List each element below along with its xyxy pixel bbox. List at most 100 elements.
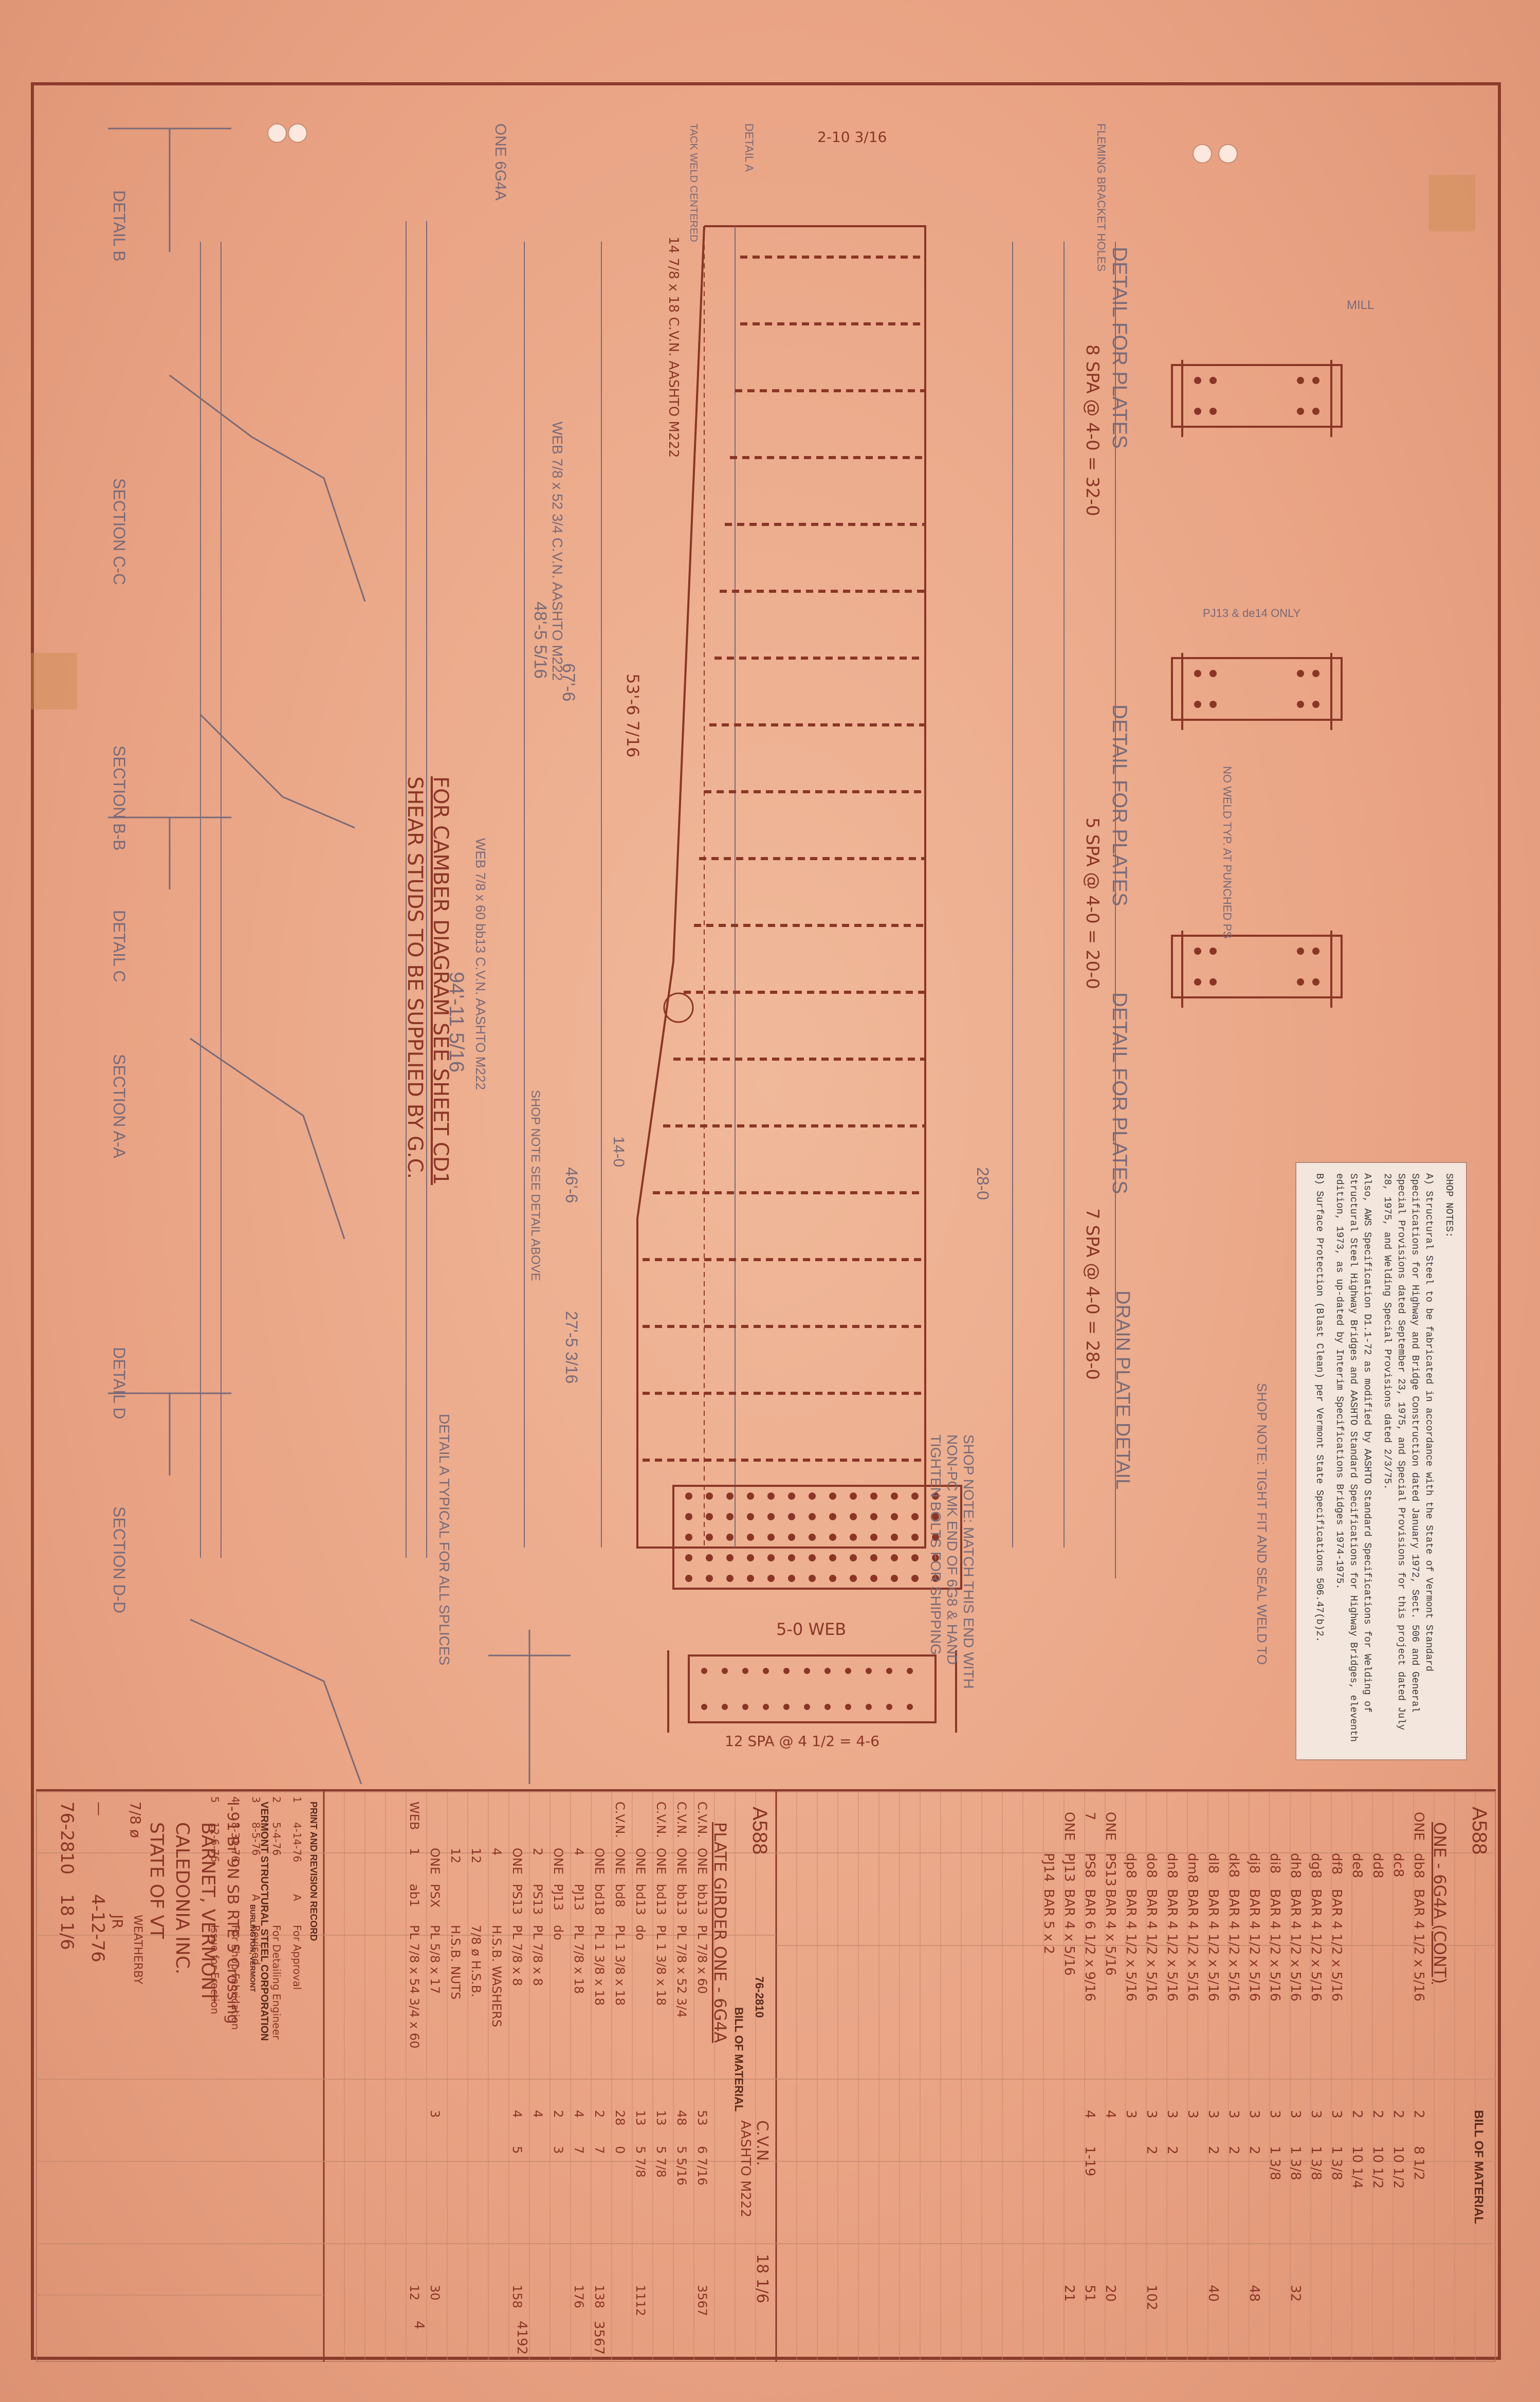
bom-sheet-no-top: 18 1/6 — [753, 2254, 771, 2303]
bom-left-cell: 12 — [448, 1848, 463, 1864]
bom-left-cell: C.V.N. — [654, 1802, 668, 1838]
bom-left-cell: WEB — [407, 1802, 421, 1830]
bom-left-cell: PL 1 3/8 x 18 — [592, 1925, 607, 2006]
bom-left-cell: 30 — [428, 2285, 442, 2301]
date-value: 4-12-76 — [87, 1894, 108, 1962]
revision-cell: 5 — [209, 1796, 221, 1803]
plate-detail-sketches — [1171, 360, 1343, 1008]
bom-right-cell: dk8 — [1226, 1853, 1241, 1878]
bom-right-cell: 2 — [1246, 2146, 1262, 2155]
project-name: I-91 Br 9N SB RTE 5 Crossing — [224, 1802, 242, 2024]
shop-note-match-end: SHOP NOTE: MATCH THIS END WITH NON-PC MK… — [928, 1434, 977, 1689]
bom-left-cell: do — [551, 1925, 565, 1940]
bom-right-cell: db8 — [1411, 1853, 1426, 1879]
bom-left-cell: 12 — [469, 1848, 483, 1864]
detail-title-plates-3: DETAIL FOR PLATES — [1108, 992, 1131, 1194]
bom-left-cell: 13 — [633, 2110, 648, 2126]
tape-mark — [1429, 175, 1475, 231]
total-3: 4 — [411, 2321, 427, 2330]
total-2: 4192 — [514, 2321, 529, 2355]
bom-right-cell: PJ13 — [1061, 1853, 1077, 1882]
bom-left-cell: ONE — [613, 1848, 627, 1875]
stiffener-lines — [643, 256, 925, 1462]
bom-right-cell: 3 — [1226, 2110, 1241, 2119]
punch-hole — [288, 123, 307, 143]
bom-right-cell: BAR 4 1/2 x 5/16 — [1144, 1889, 1159, 2001]
sheet-border — [31, 82, 1501, 2360]
bom-left-cell: 12 — [407, 2285, 421, 2301]
revision-cell: 5-4-76 — [270, 1822, 283, 1856]
plan-label-shop-note: SHOP NOTE SEE DETAIL ABOVE — [528, 1090, 542, 1281]
bom-right-cell: BAR 4 1/2 x 5/16 — [1123, 1889, 1139, 2001]
bom-left-cell: 3567 — [695, 2285, 709, 2317]
bom-left-cell: ONE — [510, 1848, 524, 1875]
dim-46: 46'-6 — [562, 1167, 581, 1204]
bom-left-cell: 2 — [530, 1848, 545, 1856]
bom-left-cell: PJ13 — [551, 1884, 565, 1911]
detail-title-plates-1: DETAIL FOR PLATES — [1108, 247, 1131, 449]
bom-right-cell: 4 — [1082, 2110, 1097, 2119]
bom-left-cell: C.V.N. — [674, 1802, 689, 1838]
drawn-by-value: WEATHERBY — [131, 1915, 144, 1985]
plan-label-fleming: FLEMING BRACKET HOLES — [1095, 123, 1108, 272]
bom-right-cell: 48 — [1246, 2285, 1262, 2302]
dim-bolt-spacing: 12 SPA @ 4 1/2 = 4-6 — [725, 1733, 880, 1750]
revision-cell: 2 — [270, 1796, 283, 1803]
bom-left-cell: PSX — [428, 1884, 442, 1908]
bom-right-cell: BAR 4 1/2 x 5/16 — [1185, 1889, 1200, 2001]
section-dd-title: SECTION D-D — [110, 1506, 129, 1613]
bom-left-cell: PL 7/8 x 52 3/4 — [674, 1925, 689, 2018]
bom-right-cell: 3 — [1185, 2110, 1200, 2119]
tape-mark — [31, 653, 77, 709]
spacing-note-3: 7 SPA @ 4-0 = 28-0 — [1082, 1208, 1103, 1380]
bom-right-cell: ONE — [1103, 1812, 1118, 1841]
dim-14: 14-0 — [610, 1136, 627, 1168]
note-mill: MILL — [1347, 298, 1374, 312]
bom-right-cell: 3 — [1164, 2110, 1180, 2119]
bom-member-label: C.V.N. — [753, 2120, 771, 2166]
shop-notes-text: SHOP NOTES: A) Structural Steel to be fa… — [1301, 1173, 1456, 1744]
bom-left-cell: C.V.N. — [613, 1802, 627, 1838]
bom-right-cell: 2 — [1144, 2146, 1159, 2155]
bom-right-cell: 32 — [1288, 2285, 1303, 2302]
bill-of-material: A588 BILL OF MATERIAL ONE - 6G4A (CONT) … — [36, 1789, 1496, 2362]
bom-left-cell: 6 7/16 — [695, 2146, 709, 2186]
bom-left-cell: C.V.N. — [695, 1802, 709, 1838]
note-pj13-only: PJ13 & de14 ONLY — [1203, 607, 1301, 620]
bom-right-cell: 4 — [1103, 2110, 1118, 2119]
bom-left-cell: 7/8 ø H.S.B. — [469, 1925, 483, 1997]
revision-cell: For Detailing Engineer — [270, 1925, 283, 2040]
bom-left-cell: 7 — [572, 2146, 586, 2154]
bom-right-cell: 10 1/4 — [1349, 2146, 1365, 2189]
dim-53: 53'-6 7/16 — [623, 674, 643, 758]
bom-right-cell: 1 3/8 — [1288, 2146, 1303, 2180]
bom-left-cell: 4 — [572, 1848, 586, 1856]
bom-left-cell: PJ13 — [572, 1884, 586, 1911]
detail-title-drain: DRAIN PLATE DETAIL — [1112, 1290, 1133, 1490]
dimension-lines — [200, 221, 1116, 1578]
bom-right-cell: 1-19 — [1082, 2146, 1097, 2177]
shop-note-a: A) Structural Steel to be fabricated in … — [1382, 1173, 1435, 1731]
bom-right-cell: BAR 4 1/2 x 5/16 — [1329, 1889, 1344, 2001]
plan-label-detail-a: DETAIL A — [743, 123, 756, 172]
splice-bolt-field — [672, 1485, 962, 1590]
detail-d-title: DETAIL D — [110, 1347, 129, 1420]
company-city: BURLINGTON, VERMONT — [249, 1904, 257, 1992]
bom-right-cell: 3 — [1123, 2110, 1139, 2119]
bom-left-cell: PL 7/8 x 8 — [530, 1925, 545, 1986]
bom-right-cell: BAR 4 1/2 x 5/16 — [1164, 1889, 1180, 2001]
bom-left-cell: bb13 — [695, 1884, 709, 1916]
bom-right-cell: BAR 4 1/2 x 5/16 — [1411, 1889, 1426, 2001]
revision-cell: 4-14-76 — [291, 1822, 303, 1863]
flange-note-2: WEB 7/8 x 52 3/4 C.V.N. AASHTO M222 — [549, 422, 565, 681]
bom-right-cell: BAR 5 x 2 — [1041, 1889, 1056, 1954]
bom-left-cell: ab1 — [407, 1884, 421, 1907]
revision-record-title: PRINT AND REVISION RECORD — [308, 1802, 319, 1941]
camber-note: FOR CAMBER DIAGRAM SEE SHEET CD1 — [429, 776, 452, 1186]
paint-value: — — [91, 1802, 108, 1816]
bom-left-cell: PS13 — [510, 1884, 524, 1915]
bom-right-cell: 2 — [1411, 2110, 1426, 2119]
bom-left-cell: 4 — [510, 2110, 524, 2118]
bom-right-cell: PS13 — [1103, 1853, 1118, 1887]
